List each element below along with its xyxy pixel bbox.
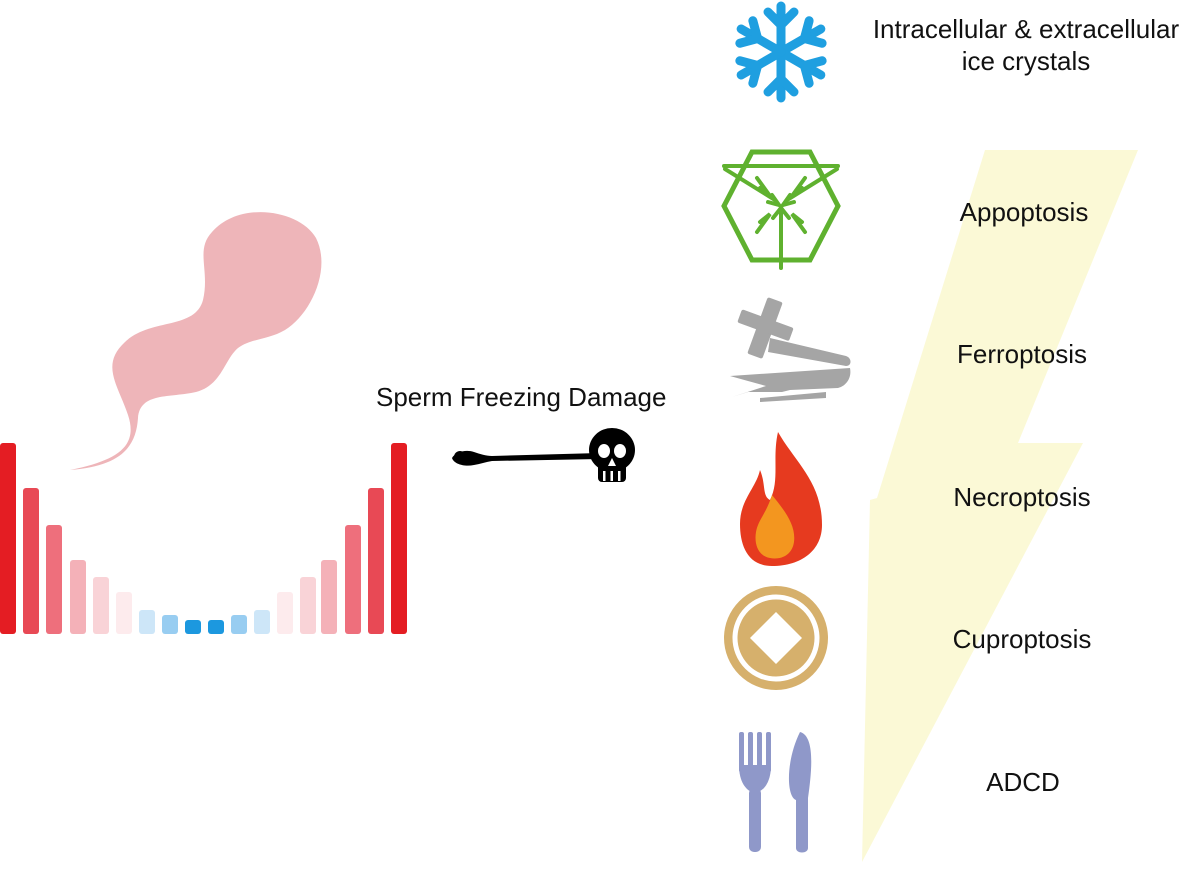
sperm-cell-icon bbox=[70, 212, 322, 470]
temperature-bar-6 bbox=[116, 592, 132, 634]
temperature-bar-1 bbox=[0, 443, 16, 634]
diagram-title: Sperm Freezing Damage bbox=[376, 382, 667, 412]
lightning-bolt bbox=[862, 150, 1138, 862]
temperature-bar-7 bbox=[139, 610, 155, 634]
cuproptosis-label: Cuproptosis bbox=[952, 624, 1092, 654]
temperature-bar-16 bbox=[345, 525, 361, 634]
anvil-hammer-icon bbox=[730, 297, 851, 402]
adcd-label: ADCD bbox=[986, 767, 1060, 797]
hexagon-arrows-icon bbox=[721, 149, 841, 270]
snowflake-icon bbox=[735, 1, 828, 98]
fork-knife-icon bbox=[739, 732, 812, 853]
temperature-bar-10 bbox=[208, 620, 224, 634]
temperature-bar-chart bbox=[0, 443, 407, 634]
apoptosis-label: Appoptosis bbox=[959, 197, 1089, 227]
temperature-bar-3 bbox=[46, 525, 62, 634]
ice-crystals-label-line-1: Intracellular & extracellular bbox=[872, 14, 1180, 44]
temperature-bar-8 bbox=[162, 615, 178, 634]
temperature-bar-4 bbox=[70, 560, 86, 634]
flame-icon bbox=[740, 432, 822, 566]
temperature-bar-18 bbox=[391, 443, 407, 634]
temperature-bar-11 bbox=[231, 615, 247, 634]
ferroptosis-label: Ferroptosis bbox=[956, 339, 1088, 369]
skull-bone-arrow-icon bbox=[452, 428, 635, 482]
temperature-bar-9 bbox=[185, 620, 201, 634]
temperature-bar-14 bbox=[300, 577, 316, 634]
temperature-bar-13 bbox=[277, 592, 293, 634]
temperature-bar-12 bbox=[254, 610, 270, 634]
necroptosis-label: Necroptosis bbox=[953, 482, 1091, 512]
temperature-bar-5 bbox=[93, 577, 109, 634]
ice-crystals-label-line-2: ice crystals bbox=[961, 46, 1091, 76]
temperature-bar-2 bbox=[23, 488, 39, 634]
ice-crystals-label: Intracellular & extracellular ice crysta… bbox=[846, 13, 1200, 77]
temperature-bar-17 bbox=[368, 488, 384, 634]
temperature-bar-15 bbox=[321, 560, 337, 634]
copper-coin-icon bbox=[724, 586, 828, 690]
